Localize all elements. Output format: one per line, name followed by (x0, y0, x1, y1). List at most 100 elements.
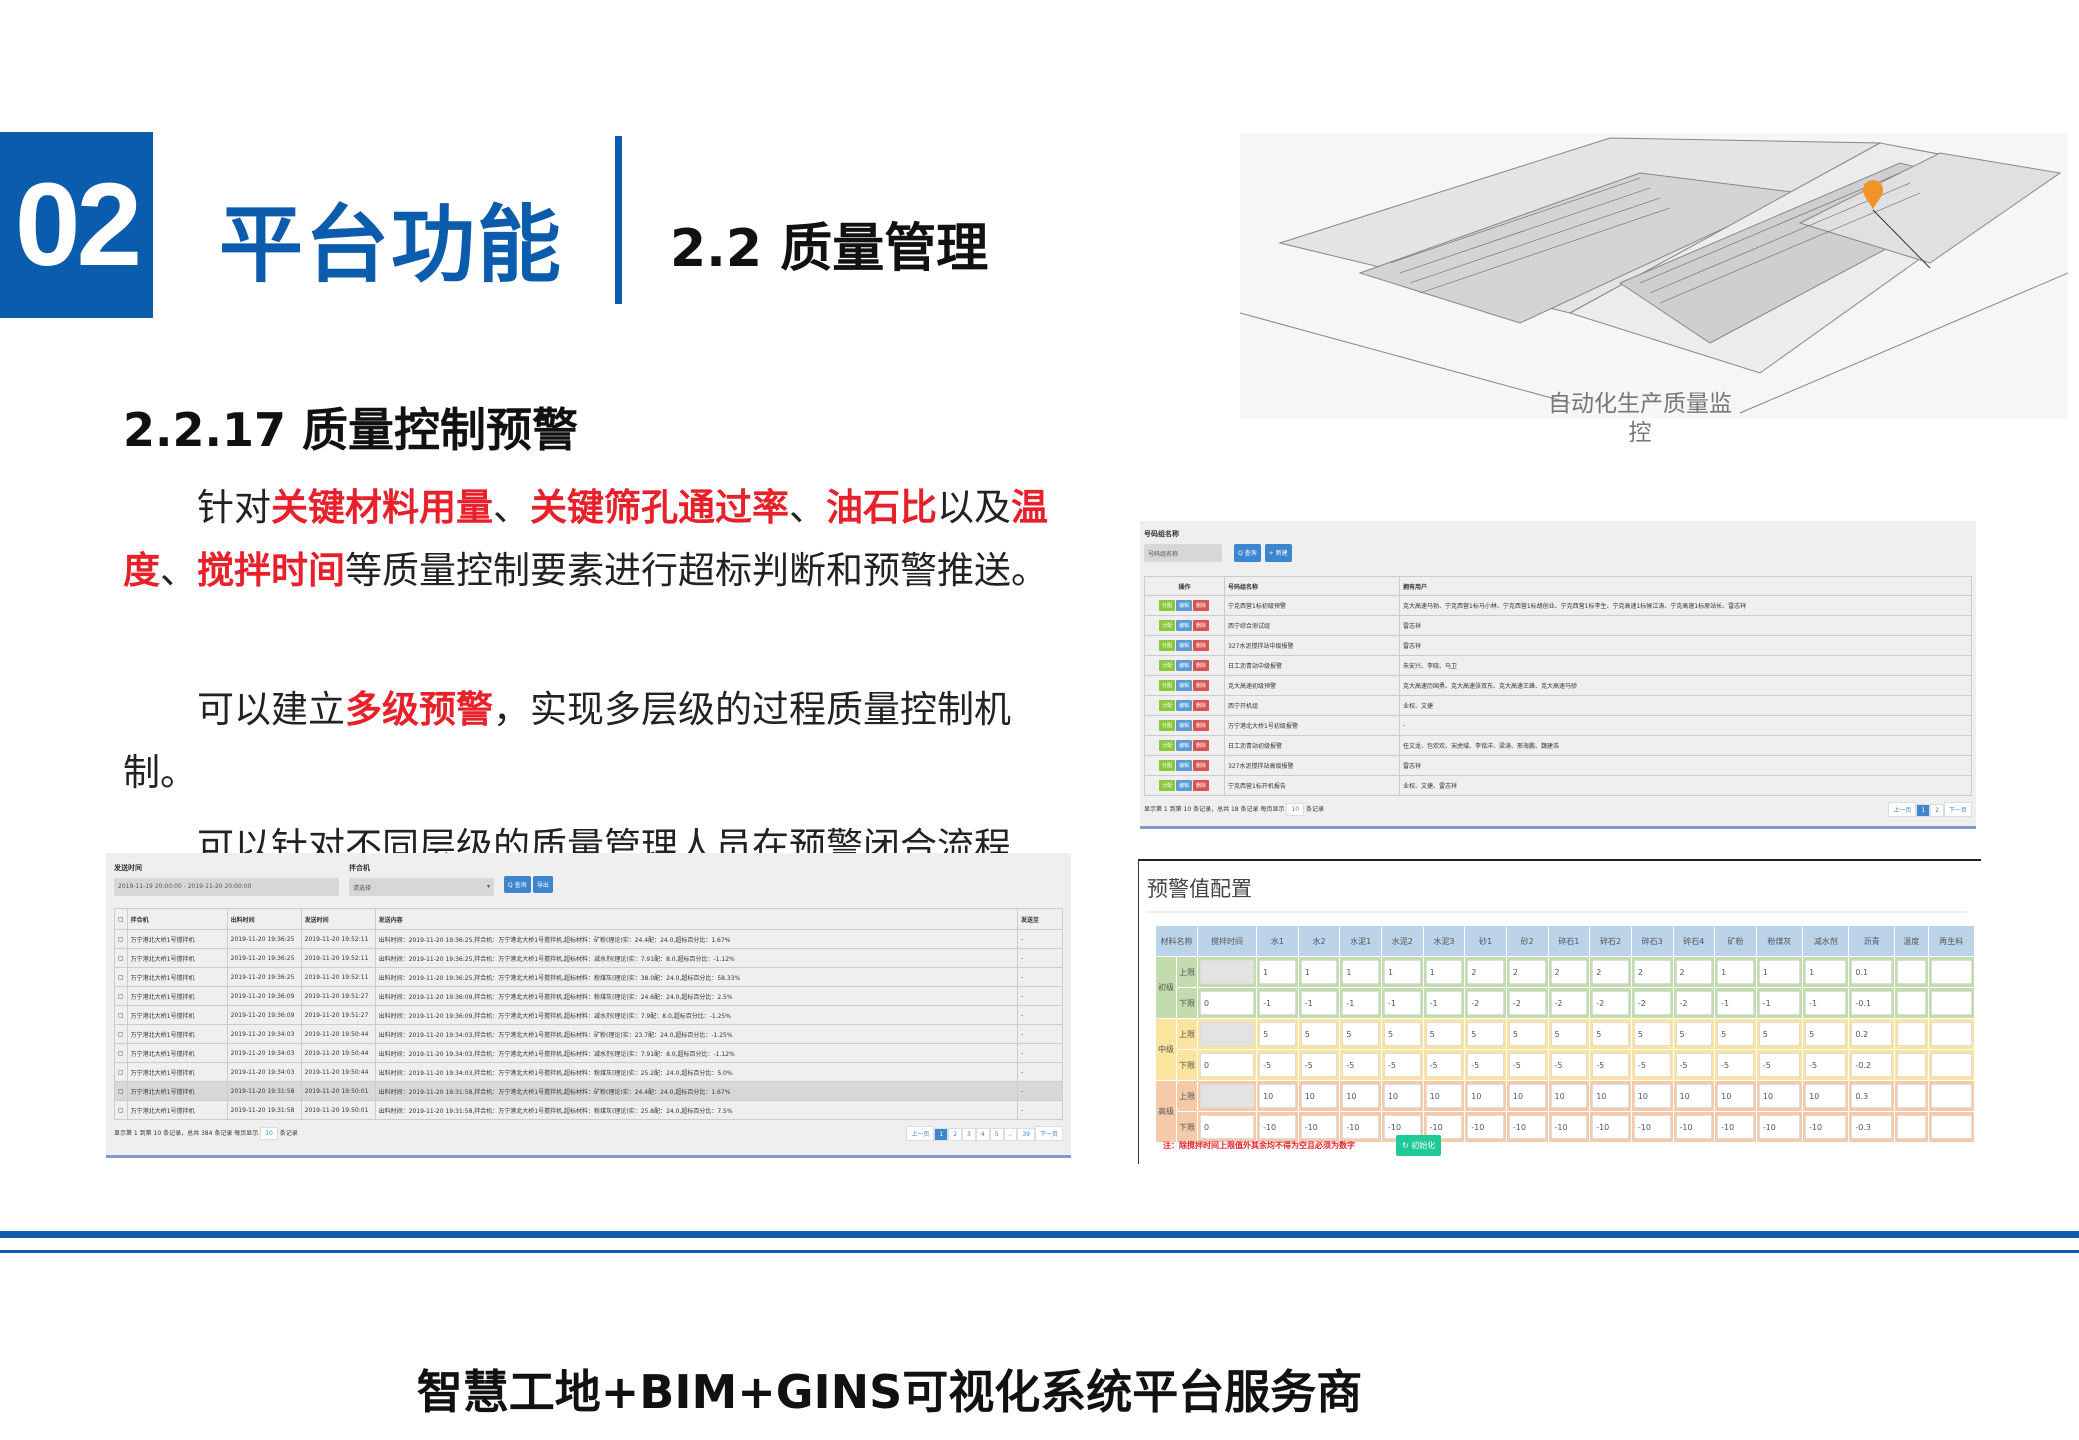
threshold-input[interactable]: 10 (1675, 1084, 1713, 1108)
threshold-input[interactable]: 2 (1508, 960, 1546, 984)
threshold-input[interactable]: -5 (1342, 1053, 1379, 1077)
threshold-input[interactable]: 0 (1200, 1053, 1255, 1077)
threshold-input[interactable]: -5 (1300, 1053, 1338, 1077)
threshold-input[interactable]: 0.2 (1851, 1022, 1893, 1046)
threshold-input[interactable]: -5 (1758, 1053, 1801, 1077)
group-name-input[interactable]: 号码组名称 (1144, 544, 1222, 562)
delete-button[interactable]: 删除 (1193, 660, 1210, 671)
threshold-input[interactable]: -5 (1508, 1053, 1546, 1077)
threshold-input[interactable]: 5 (1633, 1022, 1671, 1046)
threshold-input[interactable] (1930, 1053, 1972, 1077)
threshold-input[interactable] (1897, 991, 1926, 1015)
threshold-input[interactable]: 2 (1592, 960, 1629, 984)
threshold-input[interactable]: -10 (1259, 1115, 1296, 1139)
threshold-input[interactable]: 5 (1383, 1022, 1421, 1046)
assign-button[interactable]: 分配 (1158, 760, 1175, 771)
threshold-input[interactable]: 10 (1805, 1084, 1847, 1108)
threshold-input[interactable] (1897, 1084, 1926, 1108)
delete-button[interactable]: 删除 (1193, 720, 1210, 731)
threshold-input[interactable] (1930, 1084, 1972, 1108)
threshold-input[interactable]: -5 (1550, 1053, 1588, 1077)
threshold-input[interactable]: -5 (1633, 1053, 1671, 1077)
threshold-input[interactable]: -5 (1675, 1053, 1713, 1077)
threshold-input[interactable]: -0.1 (1851, 991, 1893, 1015)
threshold-input[interactable]: -1 (1300, 991, 1338, 1015)
threshold-input[interactable] (1200, 1084, 1255, 1108)
edit-button[interactable]: 编辑 (1175, 680, 1192, 691)
delete-button[interactable]: 删除 (1193, 600, 1210, 611)
threshold-input[interactable]: 5 (1300, 1022, 1338, 1046)
threshold-input[interactable]: -2 (1675, 991, 1713, 1015)
threshold-input[interactable]: 5 (1805, 1022, 1847, 1046)
threshold-input[interactable] (1930, 1022, 1972, 1046)
row-checkbox[interactable]: ▢ (114, 967, 128, 987)
page-button[interactable]: 3 (962, 1128, 976, 1141)
page-button[interactable]: 上一页 (1888, 802, 1917, 817)
threshold-input[interactable]: 10 (1383, 1084, 1421, 1108)
threshold-input[interactable]: 10 (1259, 1084, 1296, 1108)
threshold-input[interactable]: -1 (1342, 991, 1379, 1015)
threshold-input[interactable] (1930, 1115, 1972, 1139)
row-checkbox[interactable]: ▢ (114, 948, 128, 968)
mixer-select[interactable]: 请选择▾ (349, 878, 494, 896)
threshold-input[interactable] (1930, 991, 1972, 1015)
threshold-input[interactable]: 5 (1592, 1022, 1629, 1046)
edit-button[interactable]: 编辑 (1175, 740, 1192, 751)
threshold-input[interactable]: -5 (1425, 1053, 1463, 1077)
edit-button[interactable]: 编辑 (1175, 640, 1192, 651)
threshold-input[interactable]: -1 (1425, 991, 1463, 1015)
threshold-input[interactable]: 1 (1717, 960, 1754, 984)
threshold-input[interactable]: -10 (1717, 1115, 1754, 1139)
threshold-input[interactable] (1897, 1053, 1926, 1077)
threshold-input[interactable]: 10 (1717, 1084, 1754, 1108)
assign-button[interactable]: 分配 (1158, 700, 1175, 711)
threshold-input[interactable] (1200, 960, 1255, 984)
threshold-input[interactable]: 0 (1200, 991, 1255, 1015)
row-checkbox[interactable]: ▢ (114, 986, 128, 1006)
threshold-input[interactable]: 5 (1342, 1022, 1379, 1046)
threshold-input[interactable]: -5 (1259, 1053, 1296, 1077)
threshold-input[interactable]: 0 (1200, 1115, 1255, 1139)
row-checkbox[interactable]: ▢ (114, 1024, 128, 1044)
assign-button[interactable]: 分配 (1158, 660, 1175, 671)
threshold-input[interactable]: 0.1 (1851, 960, 1893, 984)
threshold-input[interactable]: -0.3 (1851, 1115, 1893, 1139)
threshold-input[interactable]: -5 (1805, 1053, 1847, 1077)
threshold-input[interactable]: 10 (1342, 1084, 1379, 1108)
threshold-input[interactable]: -5 (1467, 1053, 1504, 1077)
threshold-input[interactable]: -5 (1383, 1053, 1421, 1077)
query-button[interactable]: Q 查询 (504, 876, 531, 893)
threshold-input[interactable]: 10 (1425, 1084, 1463, 1108)
delete-button[interactable]: 删除 (1193, 780, 1210, 791)
page-button[interactable]: 4 (975, 1128, 990, 1141)
threshold-input[interactable]: 2 (1467, 960, 1504, 984)
threshold-input[interactable]: -10 (1758, 1115, 1801, 1139)
select-all-checkbox[interactable]: ▢ (114, 908, 128, 930)
threshold-input[interactable]: -10 (1300, 1115, 1338, 1139)
threshold-input[interactable]: 10 (1467, 1084, 1504, 1108)
row-checkbox[interactable]: ▢ (114, 929, 128, 949)
threshold-input[interactable]: -1 (1805, 991, 1847, 1015)
threshold-input[interactable]: 2 (1550, 960, 1588, 984)
threshold-input[interactable]: 10 (1758, 1084, 1801, 1108)
row-checkbox[interactable]: ▢ (114, 1100, 128, 1120)
threshold-input[interactable] (1897, 960, 1926, 984)
threshold-input[interactable]: -10 (1633, 1115, 1671, 1139)
threshold-input[interactable]: -5 (1717, 1053, 1754, 1077)
new-button[interactable]: + 新建 (1264, 544, 1292, 562)
page-button[interactable]: 上一页 (906, 1126, 935, 1141)
page-button[interactable]: 2 (1930, 804, 1944, 817)
threshold-input[interactable]: 1 (1300, 960, 1338, 984)
threshold-input[interactable]: -0.2 (1851, 1053, 1893, 1077)
assign-button[interactable]: 分配 (1158, 680, 1175, 691)
threshold-input[interactable]: 10 (1300, 1084, 1338, 1108)
assign-button[interactable]: 分配 (1158, 600, 1175, 611)
time-range-input[interactable]: 2019-11-19 20:00:00 - 2019-11-20 20:00:0… (114, 878, 339, 896)
page-size-select[interactable]: 10 (260, 1127, 278, 1140)
threshold-input[interactable]: 1 (1758, 960, 1801, 984)
assign-button[interactable]: 分配 (1158, 620, 1175, 631)
threshold-input[interactable]: 5 (1758, 1022, 1801, 1046)
threshold-input[interactable]: 5 (1508, 1022, 1546, 1046)
threshold-input[interactable] (1930, 960, 1972, 984)
threshold-input[interactable]: 2 (1633, 960, 1671, 984)
